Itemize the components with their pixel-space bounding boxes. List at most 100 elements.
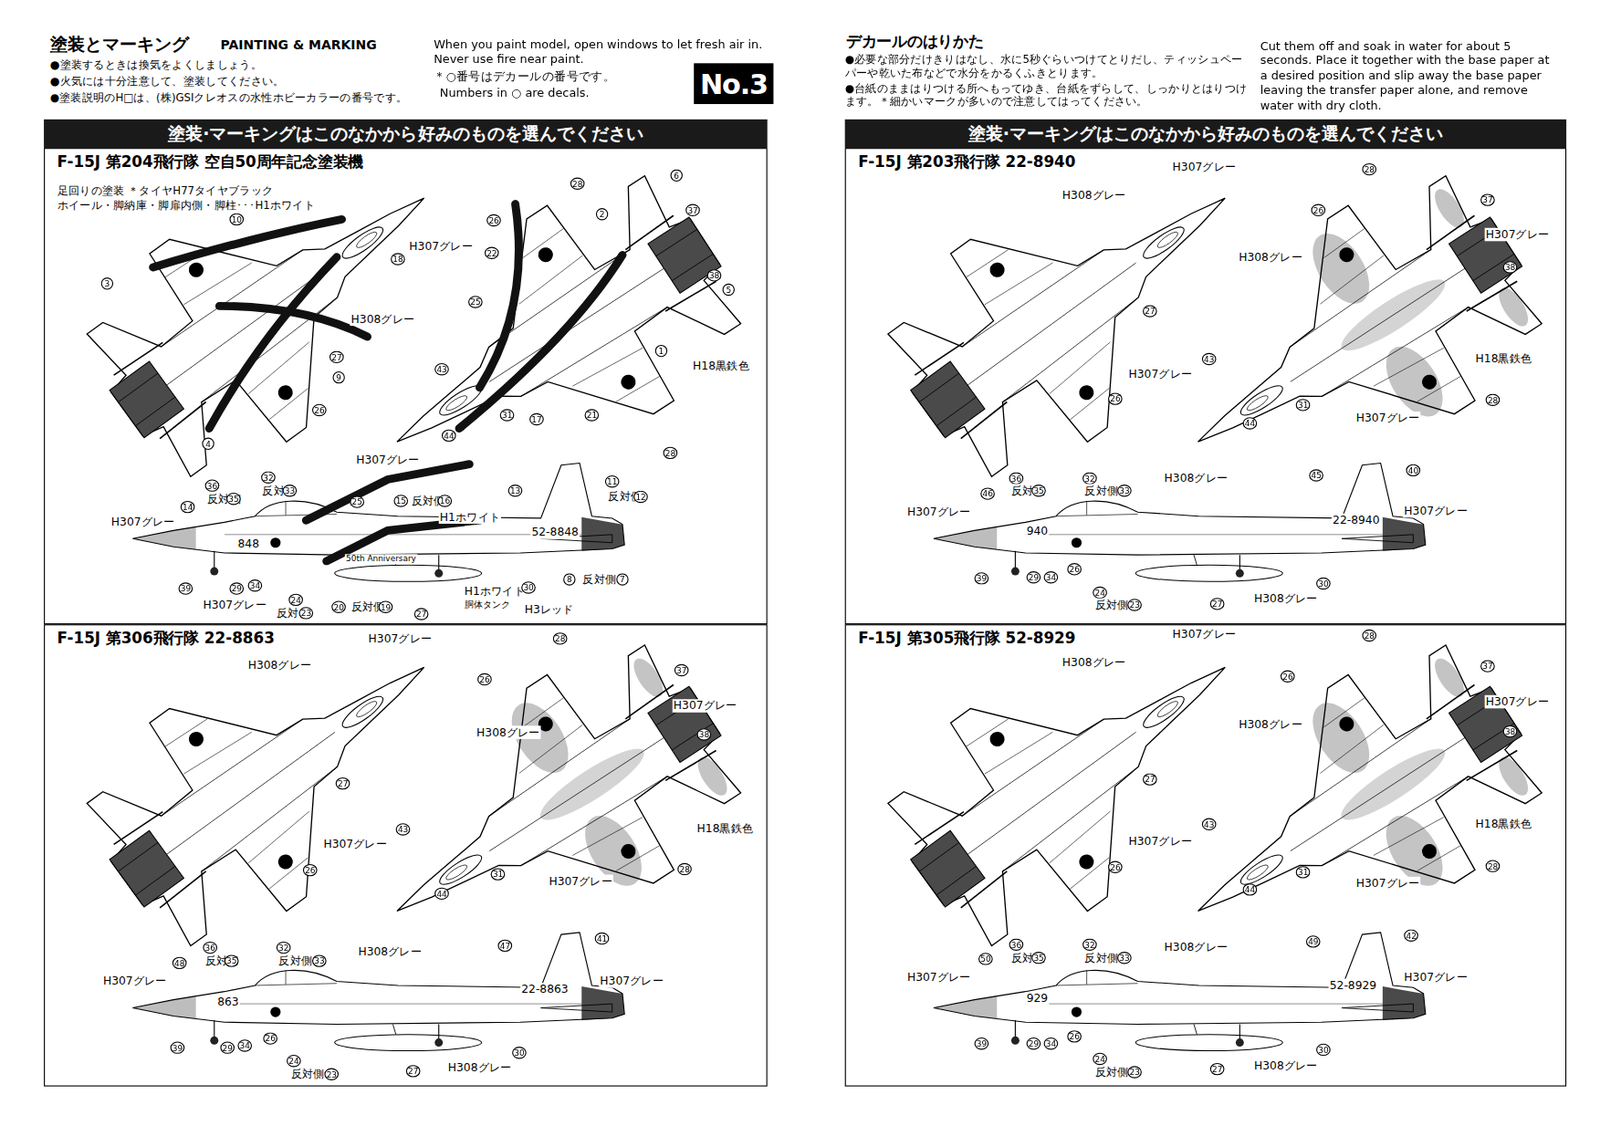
paint-label: H1ホワイト: [463, 585, 527, 599]
note-text: Cut them off and soak in water for about…: [1260, 38, 1552, 112]
callout-number: 50: [978, 952, 994, 965]
callout-number: 29: [229, 582, 244, 595]
header-band: 塗装·マーキングはこのなかから好みのものを選んでください: [43, 119, 768, 148]
callout-number: 32: [1082, 472, 1098, 485]
callout-number: 44: [1243, 417, 1258, 429]
paint-label: 反対側: [1093, 1066, 1130, 1080]
aircraft-views: [58, 104, 769, 582]
paint-label: 929: [1025, 992, 1050, 1006]
paint-label: 足回りの塗装 ＊タイヤH77タイヤブラック: [55, 184, 274, 198]
callout-number: 23: [1127, 1066, 1142, 1078]
scheme-title: F-15J 第306飛行隊 22-8863: [54, 629, 277, 649]
callout-number: 27: [406, 1065, 421, 1078]
callout-number: 37: [685, 204, 701, 217]
callout-number: 19: [378, 600, 394, 613]
callout-number: 28: [570, 177, 586, 190]
band-text: 塗装·マーキングはこのなかから好みのものを選んでください: [167, 122, 643, 147]
band-text: No.3: [700, 67, 768, 100]
paint-label: H307グレー: [366, 631, 433, 646]
paint-label: H308グレー: [356, 945, 423, 960]
callout-number: 44: [441, 429, 457, 442]
scheme-panel: F-15J 第305飛行隊 52-8929: [845, 624, 1567, 1087]
scheme-title: F-15J 第305飛行隊 52-8929: [856, 629, 1078, 649]
paint-label: H18黒鉄色: [695, 821, 754, 836]
paint-label: H307グレー: [102, 974, 168, 989]
callout-number: 33: [1117, 484, 1132, 497]
callout-number: 45: [1308, 469, 1324, 482]
callout-number: 18: [390, 252, 406, 265]
paint-label: When you paint model, open windows to le…: [432, 37, 764, 52]
paint-label: H1ホワイト: [439, 510, 502, 524]
callout-number: 26: [1280, 670, 1296, 683]
callout-number: 24: [286, 1055, 302, 1067]
callout-number: 25: [468, 295, 483, 308]
callout-number: 26: [262, 1032, 278, 1045]
paint-label: 52-8929: [1328, 979, 1379, 994]
paint-label: H308グレー: [349, 313, 416, 327]
callout-number: 49: [1306, 935, 1321, 948]
callout-number: 28: [677, 863, 692, 876]
paint-label: H308グレー: [1061, 188, 1128, 203]
callout-number: 41: [595, 932, 610, 945]
paint-label: 反対側: [581, 573, 617, 587]
callout-number: 26: [1310, 204, 1326, 217]
paint-label: H307グレー: [1484, 695, 1551, 710]
callout-number: 15: [393, 494, 408, 507]
paint-label: 反対側: [1083, 483, 1119, 498]
paint-label: 胴体タンク: [463, 599, 513, 611]
paint-label: H307グレー: [1402, 504, 1469, 519]
callout-number: 37: [1480, 193, 1496, 206]
callout-number: 48: [172, 957, 188, 970]
callout-number: 30: [1316, 1044, 1331, 1057]
callout-number: 38: [707, 269, 722, 282]
callout-number: 34: [237, 1039, 252, 1052]
callout-number: 23: [324, 1068, 339, 1081]
callout-number: 36: [202, 941, 218, 954]
paint-label: ●火気には十分注意して、塗装してください。: [49, 74, 286, 89]
callout-number: 32: [261, 471, 276, 484]
callout-number: 9: [332, 371, 345, 384]
callout-number: 37: [1480, 659, 1496, 672]
paint-label: 848: [236, 537, 261, 552]
note-text: ●必要な部分だけきりはなし、水に5秒ぐらいつけてとりだし、ティッシュペーパーや乾…: [845, 52, 1249, 80]
scheme-title: F-15J 第203飛行隊 22-8940: [856, 153, 1078, 173]
scheme-panel: F-15J 第203飛行隊 22-8940: [845, 147, 1567, 625]
paint-label: PAINTING & MARKING: [219, 37, 377, 53]
paint-label: H307グレー: [322, 837, 388, 852]
callout-number: 11: [605, 475, 620, 488]
scheme-panel: F-15J 第306飛行隊 22-8863: [43, 624, 768, 1087]
callout-number: 35: [1031, 484, 1046, 497]
callout-number: 33: [1117, 951, 1132, 964]
callout-number: 44: [434, 888, 450, 900]
callout-number: 32: [1082, 939, 1098, 952]
callout-number: 42: [1403, 929, 1419, 942]
callout-number: 30: [521, 581, 536, 594]
callout-number: 29: [1026, 1037, 1042, 1050]
callout-number: 8: [563, 573, 576, 586]
callout-number: 28: [1485, 394, 1501, 407]
scheme-panel: F-15J 第204飛行隊 空自50周年記念塗装機: [43, 147, 768, 625]
paint-label: H307グレー: [1484, 228, 1551, 242]
callout-number: 44: [1243, 883, 1258, 896]
paint-label: 22-8940: [1331, 513, 1381, 528]
callout-number: 34: [248, 579, 263, 592]
callout-number: 20: [331, 600, 346, 613]
callout-number: 34: [1044, 571, 1059, 584]
callout-number: 28: [1361, 163, 1377, 176]
paint-label: 反対側: [1093, 598, 1130, 613]
callout-number: 38: [1503, 261, 1518, 273]
callout-number: 13: [508, 484, 523, 497]
callout-number: 40: [1405, 464, 1421, 477]
callout-number: 39: [974, 1037, 990, 1050]
paint-label: H307グレー: [1127, 367, 1193, 382]
callout-number: 24: [1092, 586, 1108, 599]
header-band: 塗装·マーキングはこのなかから好みのものを選んでください: [845, 119, 1567, 148]
callout-number: 4: [201, 438, 214, 450]
paint-label: H308グレー: [247, 658, 314, 673]
paint-label: H308グレー: [447, 1061, 513, 1076]
callout-number: 26: [486, 214, 502, 227]
callout-number: 27: [1142, 773, 1158, 785]
callout-number: 29: [1026, 571, 1042, 584]
paint-label: H307グレー: [1127, 835, 1193, 849]
callout-number: 26: [303, 864, 318, 877]
